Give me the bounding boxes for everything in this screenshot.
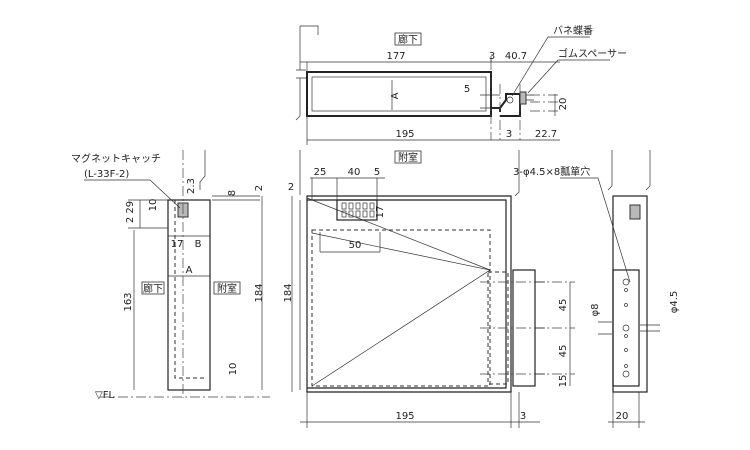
side-break-line	[199, 150, 206, 190]
door-swing-lines	[311, 232, 491, 387]
dim-A-side: A	[186, 265, 193, 276]
dim-177: 177	[386, 51, 405, 62]
rubber-spacer-part	[519, 91, 527, 105]
side-room-label: 附室	[217, 282, 237, 295]
front-door-hidden	[311, 229, 491, 387]
right-side-view: 3-φ4.5×8瓢箪穴 φ8 φ4.5 20	[513, 150, 680, 428]
dim-45a: 45	[558, 299, 569, 312]
dim-line-bottom	[306, 116, 560, 145]
side-corridor-box	[141, 281, 165, 295]
spacer-lines	[526, 94, 534, 101]
spacer-leader	[527, 59, 610, 94]
dim-phi4-5-lines	[640, 324, 660, 332]
front-right-ext	[514, 150, 520, 197]
dim-5-front: 5	[374, 167, 380, 178]
front-frame-inner	[307, 199, 507, 389]
dim-3-top-b: 3	[506, 129, 512, 140]
side-left-dims	[128, 199, 168, 229]
magnet-catch-model: (L-33F-2)	[84, 169, 129, 180]
dim-184-side: 184	[254, 283, 265, 302]
right-box-outline	[612, 195, 648, 393]
dim-40: 40	[348, 167, 361, 178]
front-view: 附室 25 40 5 2 17 50 184 45 45 15 195 3	[283, 150, 575, 428]
dim-2-29: 2 29	[125, 201, 136, 223]
dim-22-7: 22.7	[535, 129, 557, 140]
front-room-label: 附室	[398, 151, 418, 164]
wall-break-line	[295, 25, 319, 121]
side-corridor-label: 廊下	[143, 282, 163, 295]
center-lines	[490, 60, 521, 140]
dim-5-lines	[480, 94, 500, 109]
dim-10-bottom: 10	[228, 363, 239, 376]
right-extension-lines	[530, 94, 560, 112]
dim-45b: 45	[558, 345, 569, 358]
dim-3-front: 3	[520, 411, 526, 422]
dim-40-7: 40.7	[505, 51, 527, 62]
magnet-catch-leader	[84, 179, 181, 209]
dim-195-front-line	[300, 392, 540, 428]
dim-3-top: 3	[489, 51, 495, 62]
rubber-spacer-label: ゴムスペーサー	[558, 47, 627, 60]
side-box-outline	[167, 199, 211, 391]
dim-25: 25	[314, 167, 327, 178]
front-frame	[306, 195, 512, 393]
dim-184-front: 184	[283, 283, 294, 302]
side-inner-lines	[168, 235, 210, 277]
dim-phi8: φ8	[590, 304, 601, 317]
dim-phi4-5: φ4.5	[669, 291, 680, 314]
dim-2-3: 2.3	[186, 178, 197, 194]
dim-10-side: 10	[148, 199, 159, 212]
hinge-hidden	[487, 271, 509, 385]
fl-label: ▽FL	[95, 390, 114, 401]
dim-17-side: 17	[171, 239, 184, 250]
dim-195-front: 195	[395, 411, 414, 422]
hinge-screws	[535, 281, 545, 375]
dim-50: 50	[349, 240, 362, 251]
holes-leader	[560, 177, 631, 283]
keyhole-slots	[622, 278, 630, 378]
dim-15: 15	[558, 375, 569, 388]
spring-hinge-label: バネ蝶番	[553, 24, 593, 37]
dim-5-top: 5	[464, 84, 470, 95]
front-room-box	[394, 150, 422, 164]
door-swing-line-2	[306, 197, 491, 271]
dim-20-right: 20	[616, 411, 629, 422]
right-catch-part	[629, 204, 641, 220]
hinge-center-lines	[480, 281, 575, 375]
dim-8: 8	[227, 190, 238, 196]
dim-20-right-line	[608, 392, 645, 428]
side-room-box	[213, 281, 241, 295]
right-hinge-plate	[612, 269, 640, 387]
dim-B: B	[195, 239, 202, 250]
box-inner	[311, 76, 487, 112]
dim-phi8-lines	[598, 321, 612, 335]
front-top-dims	[310, 177, 385, 200]
hinge-leader	[511, 36, 590, 97]
magnet-catch-label: マグネットキャッチ	[71, 152, 161, 165]
door-leaf	[491, 93, 521, 117]
side-section-view: マグネットキャッチ (L-33F-2) 2.3 8 2 2 29 10 17 B…	[71, 150, 270, 401]
section-A-top: A	[390, 92, 401, 99]
dim-195-top: 195	[395, 129, 414, 140]
catch-slots	[341, 202, 375, 218]
side-top-ext	[212, 195, 260, 201]
dim-50-line	[319, 232, 381, 253]
dim-20-top: 20	[558, 98, 569, 111]
box-outline	[306, 71, 492, 117]
dim-line-top	[300, 56, 560, 72]
hinge-pin	[506, 96, 514, 104]
dim-2-side: 2	[254, 185, 265, 191]
top-view: 廊下 177 3 40.7 A 5 20 バネ蝶番 ゴムスペーサー 195 3 …	[295, 24, 627, 145]
corridor-label-box	[394, 32, 422, 46]
dim-2-front: 2	[288, 182, 294, 193]
catch-plate	[336, 199, 378, 221]
dim-163: 163	[123, 292, 134, 311]
right-break-lines	[607, 150, 651, 191]
dim-17-front: 17	[375, 206, 386, 219]
side-hidden-lines	[174, 200, 204, 379]
corridor-label: 廊下	[398, 33, 418, 46]
holes-label: 3-φ4.5×8瓢箪穴	[513, 165, 590, 178]
